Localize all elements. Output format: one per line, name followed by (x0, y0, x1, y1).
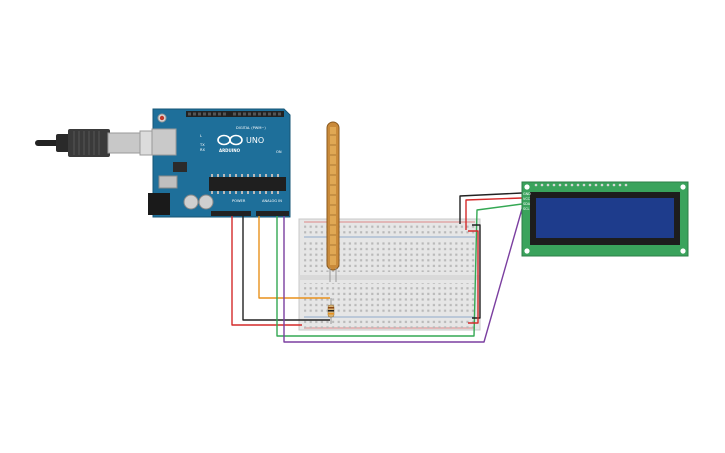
lcd-module[interactable]: GND VCC SDA SCL (521, 181, 689, 257)
wire-sda-green (276, 203, 523, 337)
center-channel (299, 275, 480, 280)
lcd-pin-scl: SCL (523, 207, 530, 211)
tx-label: TX (199, 143, 205, 147)
arduino-logo-icon (217, 134, 243, 146)
digital-label: DIGITAL (PWM~) (236, 126, 266, 130)
flex-sensor[interactable] (326, 121, 340, 282)
lcd-screen (536, 198, 674, 238)
resistor[interactable] (327, 298, 335, 324)
wire-scl-purple (283, 208, 523, 343)
usb-port (151, 128, 177, 156)
wire-gnd-lcd-black (459, 192, 523, 224)
analog-header (256, 211, 289, 216)
atmega-chip (209, 177, 286, 191)
wires (231, 192, 523, 343)
lcd-pin-vcc: VCC (523, 197, 531, 201)
wire-rail-bridge-black (472, 224, 481, 319)
wire-gnd-black (242, 216, 330, 321)
lcd-pin-gnd: GND (523, 192, 531, 196)
power-jack (148, 193, 170, 215)
wire-rail-bridge-red (468, 230, 479, 324)
wire-5v-red (231, 216, 302, 326)
arduino-brand: ARDUINO (219, 148, 241, 153)
analog-label: ANALOG IN (262, 199, 282, 203)
top-power-rail (304, 225, 475, 235)
lcd-pin-sda: SDA (523, 202, 531, 206)
power-header (211, 211, 251, 216)
wire-vcc-red (465, 197, 523, 230)
l-label: L (200, 134, 202, 138)
wire-a0-orange (258, 216, 330, 299)
arduino-uno-board[interactable]: DIGITAL (PWM~) ARDUINO UNO TX RX L ON P (148, 108, 291, 218)
breadboard[interactable] (298, 218, 481, 331)
power-label: POWER (232, 199, 246, 203)
usb-cable (35, 129, 155, 157)
on-label: ON (276, 150, 282, 154)
arduino-model: UNO (246, 136, 264, 145)
rx-label: RX (200, 148, 205, 152)
bottom-power-rail (304, 318, 475, 328)
